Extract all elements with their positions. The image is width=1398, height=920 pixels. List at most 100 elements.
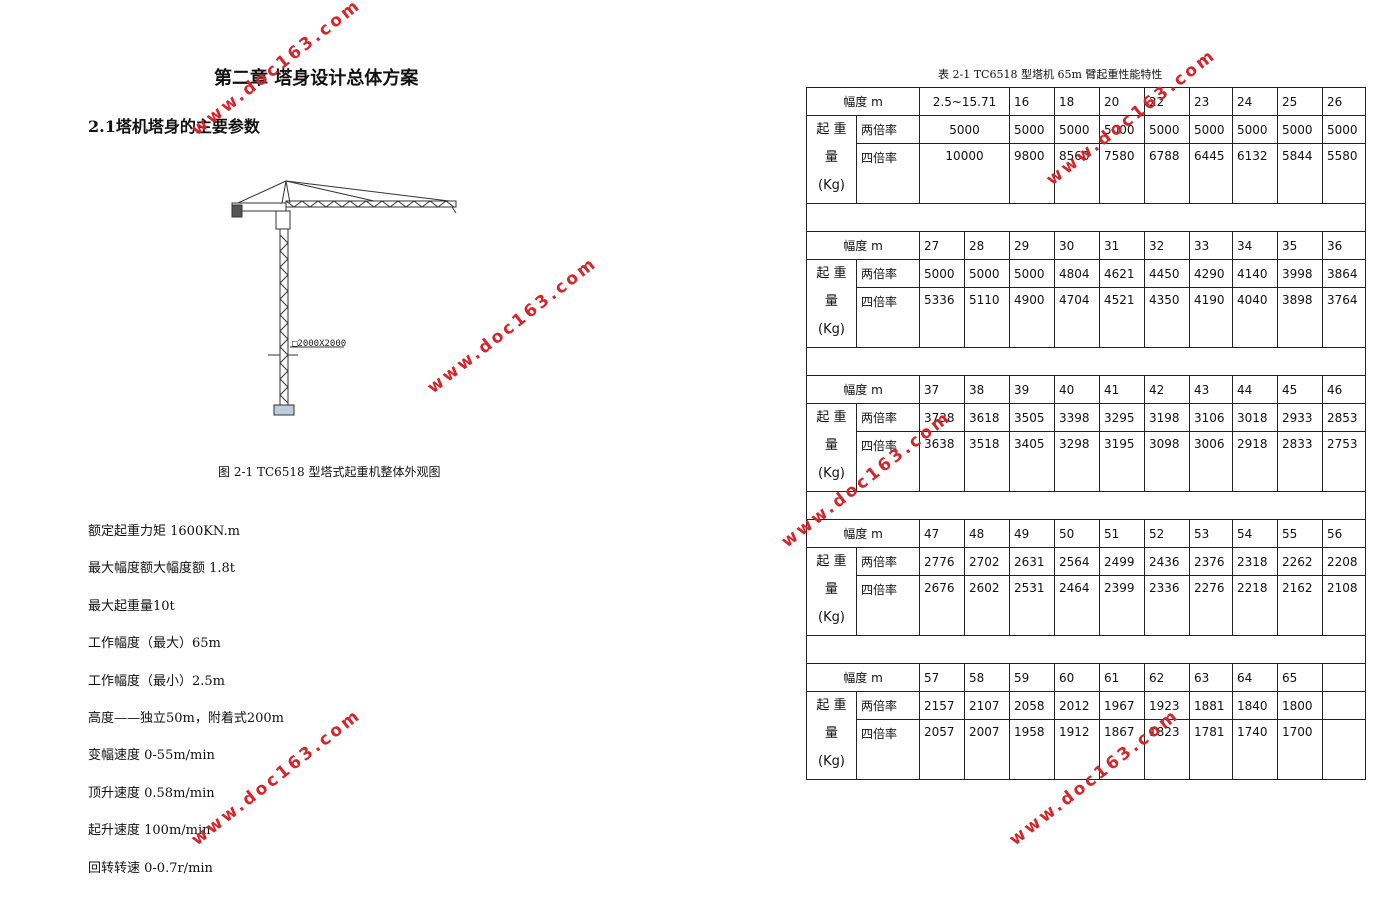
capacity-cell: 2702 — [964, 547, 1011, 576]
radius-cell: 62 — [1144, 663, 1191, 692]
separator-cell — [805, 203, 1367, 232]
capacity-cell: 1867 — [1099, 719, 1146, 780]
radius-cell: 61 — [1099, 663, 1146, 692]
capacity-cell: 5000 — [1322, 115, 1367, 144]
capacity-cell: 6132 — [1232, 143, 1279, 204]
right-page: 表 2-1 TC6518 型塔机 65m 臂起重性能特性 幅度 m 2.5~15.… — [700, 0, 1398, 920]
lifting-capacity-label: 起 重量(Kg) — [806, 115, 857, 204]
radius-cell: 31 — [1099, 231, 1146, 260]
capacity-cell: 1840 — [1232, 691, 1279, 720]
capacity-cell: 5336 — [919, 287, 966, 348]
capacity-cell: 2933 — [1277, 403, 1324, 432]
radius-label: 幅度 m — [805, 231, 921, 260]
lifting-capacity-label: 起 重量(Kg) — [806, 259, 857, 348]
parameter-line: 最大起重量10t — [88, 598, 175, 614]
capacity-cell: 4621 — [1099, 259, 1146, 288]
capacity-cell: 5000 — [1144, 115, 1191, 144]
capacity-cell: 3638 — [919, 431, 966, 492]
capacity-cell: 2157 — [919, 691, 966, 720]
radius-cell: 57 — [919, 663, 966, 692]
section-title: 2.1塔机塔身的主要参数 — [88, 117, 260, 136]
row-label-line: 量 — [824, 582, 838, 597]
capacity-cell: 3618 — [964, 403, 1011, 432]
capacity-cell: 3738 — [919, 403, 966, 432]
radius-cell: 39 — [1009, 375, 1056, 404]
radius-cell: 30 — [1054, 231, 1101, 260]
row-label-line: (Kg) — [818, 754, 845, 769]
radius-cell: 34 — [1232, 231, 1279, 260]
lifting-capacity-label: 起 重量(Kg) — [806, 691, 857, 780]
capacity-cell: 2564 — [1054, 547, 1101, 576]
radius-cell — [1322, 663, 1367, 692]
capacity-cell: 2676 — [919, 575, 966, 636]
capacity-cell: 3898 — [1277, 287, 1324, 348]
capacity-cell: 3298 — [1054, 431, 1101, 492]
capacity-cell: 4704 — [1054, 287, 1101, 348]
capacity-cell: 1700 — [1277, 719, 1324, 780]
four-part-label: 四倍率 — [855, 143, 921, 204]
radius-cell: 28 — [964, 231, 1011, 260]
separator-cell — [805, 347, 1367, 376]
radius-cell: 43 — [1189, 375, 1234, 404]
two-part-label: 两倍率 — [855, 259, 921, 288]
radius-cell: 16 — [1009, 87, 1056, 116]
capacity-cell: 1823 — [1144, 719, 1191, 780]
radius-cell: 25 — [1277, 87, 1324, 116]
capacity-cell — [1322, 691, 1367, 720]
radius-cell: 2.5~15.71 — [919, 87, 1011, 116]
tower-crane-figure: □2000X2000 — [231, 180, 457, 416]
capacity-cell: 2007 — [964, 719, 1011, 780]
parameter-line: 变幅速度 0-55m/min — [88, 748, 215, 764]
four-part-label: 四倍率 — [855, 575, 921, 636]
capacity-cell: 1800 — [1277, 691, 1324, 720]
capacity-cell: 2162 — [1277, 575, 1324, 636]
radius-cell: 53 — [1189, 519, 1234, 548]
capacity-cell: 3098 — [1144, 431, 1191, 492]
capacity-cell: 3998 — [1277, 259, 1324, 288]
table-caption: 表 2-1 TC6518 型塔机 65m 臂起重性能特性 — [938, 68, 1163, 81]
capacity-cell: 2464 — [1054, 575, 1101, 636]
capacity-cell: 1923 — [1144, 691, 1191, 720]
capacity-cell: 3398 — [1054, 403, 1101, 432]
radius-cell: 45 — [1277, 375, 1324, 404]
radius-cell: 27 — [919, 231, 966, 260]
capacity-cell — [1322, 719, 1367, 780]
radius-label: 幅度 m — [805, 375, 921, 404]
capacity-cell: 2602 — [964, 575, 1011, 636]
separator-cell — [805, 635, 1367, 664]
radius-cell: 22 — [1144, 87, 1191, 116]
radius-cell: 52 — [1144, 519, 1191, 548]
capacity-cell: 3518 — [964, 431, 1011, 492]
parameter-line: 最大幅度额大幅度额 1.8t — [88, 561, 236, 577]
capacity-cell: 2208 — [1322, 547, 1367, 576]
radius-cell: 38 — [964, 375, 1011, 404]
capacity-cell: 2108 — [1322, 575, 1367, 636]
parameter-list: 额定起重力矩 1600KN.m 最大幅度额大幅度额 1.8t 最大起重量10t … — [88, 522, 284, 896]
radius-cell: 23 — [1189, 87, 1234, 116]
capacity-cell: 5000 — [1009, 259, 1056, 288]
capacity-cell: 2262 — [1277, 547, 1324, 576]
capacity-cell: 5000 — [1277, 115, 1324, 144]
row-label-line: 量 — [824, 438, 838, 453]
radius-cell: 51 — [1099, 519, 1146, 548]
separator-row — [805, 491, 1367, 520]
capacity-cell: 2531 — [1009, 575, 1056, 636]
capacity-cell: 4350 — [1144, 287, 1191, 348]
capacity-cell: 5000 — [964, 259, 1011, 288]
capacity-cell: 2276 — [1189, 575, 1234, 636]
radius-cell: 35 — [1277, 231, 1324, 260]
capacity-cell: 2436 — [1144, 547, 1191, 576]
capacity-cell: 5000 — [1099, 115, 1146, 144]
capacity-cell: 9800 — [1009, 143, 1056, 204]
radius-cell: 33 — [1189, 231, 1234, 260]
radius-cell: 41 — [1099, 375, 1146, 404]
capacity-cell: 2753 — [1322, 431, 1367, 492]
